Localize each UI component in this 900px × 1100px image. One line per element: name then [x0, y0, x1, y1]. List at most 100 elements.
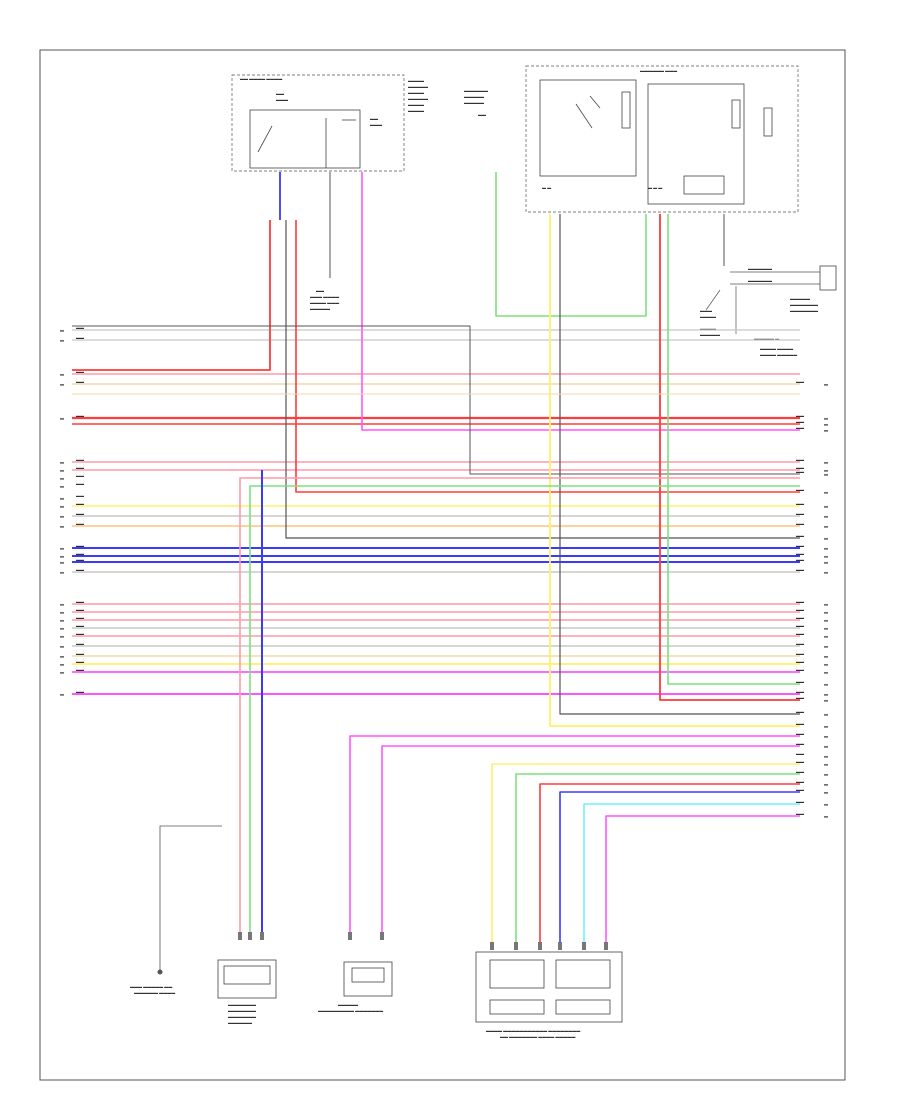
- wire-seat-2: [515, 773, 800, 950]
- right-wire-color-label: ▬▬: [796, 501, 804, 506]
- wire-gray-loop: [72, 325, 800, 475]
- top-switch-assembly: ▬▬ ▬▬▬▬ ▬▬▬▬ ▬▬ ▬▬▬ ▬▬▬▬ ▬▬▬▬▬ ▬▬▬▬ ▬▬▬▬…: [231, 74, 428, 172]
- right-pin-label: ▬: [824, 554, 828, 559]
- svg-text:▬▬▬ ▬▬▬▬▬ ▬▬: ▬▬▬ ▬▬▬▬▬ ▬▬: [130, 984, 172, 989]
- right-wire-color-label: ▬▬: [796, 695, 804, 700]
- right-pin-label: ▬: [824, 618, 828, 623]
- svg-text:▬▬▬▬▬▬▬: ▬▬▬▬▬▬▬: [790, 308, 818, 313]
- sensor-connector: ▬▬▬▬▬▬▬ ▬▬▬▬▬▬▬ ▬▬▬▬▬▬▬ ▬▬▬▬▬▬: [217, 959, 277, 1025]
- right-pin-label: ▬: [824, 490, 828, 495]
- svg-text:▬▬▬▬▬▬▬: ▬▬▬▬▬▬▬: [790, 302, 818, 307]
- wire-green-drop: [667, 214, 800, 685]
- seat-heater-module: ▬▬▬▬ ▬▬▬▬▬▬▬▬▬▬▬ ▬▬▬▬▬▬▬▬ ▬▬ ▬▬▬▬▬▬▬ ▬▬▬…: [475, 951, 623, 1039]
- left-pin-label: ▬: [60, 692, 64, 697]
- svg-text:▬▬▬▬▬▬: ▬▬▬▬▬▬: [464, 88, 488, 93]
- svg-text:▬▬▬▬▬▬ ▬▬▬: ▬▬▬▬▬▬ ▬▬▬: [640, 68, 677, 73]
- left-pin-label: ▬: [60, 476, 64, 481]
- left-wire-color-label: ▬▬: [76, 641, 84, 646]
- wire-yellow-drop: [549, 214, 800, 727]
- right-pin-label: ▬: [824, 724, 828, 729]
- svg-text:▬▬▬▬▬▬: ▬▬▬▬▬▬: [748, 278, 772, 283]
- svg-text:▬▬▬▬▬▬▬: ▬▬▬▬▬▬▬: [228, 1014, 256, 1019]
- right-wire-color-label: ▬▬: [796, 607, 804, 612]
- wire-seat-5: [583, 803, 800, 950]
- connector-pin: [604, 942, 608, 950]
- left-wire-color-label: ▬▬: [76, 599, 84, 604]
- svg-text:▬▬▬: ▬▬▬: [700, 308, 712, 313]
- left-wire-color-label: ▬▬: [76, 325, 84, 330]
- right-pin-label: ▬: [824, 472, 828, 477]
- svg-text:▬▬: ▬▬: [316, 288, 324, 293]
- left-wire-color-label: ▬▬: [76, 543, 84, 548]
- top-center-labels: ▬▬ ▬▬▬ ▬▬▬▬ ▬▬▬▬ ▬▬▬ ▬▬▬▬▬: [310, 288, 339, 311]
- svg-text:▬▬▬▬▬▬▬: ▬▬▬▬▬▬▬: [228, 1008, 256, 1013]
- left-pin-label: ▬: [60, 468, 64, 473]
- right-pin-label: ▬: [824, 772, 828, 777]
- left-pin-label: ▬: [60, 626, 64, 631]
- connector-pin: [380, 932, 384, 940]
- wire-switch-red-left: [72, 220, 271, 371]
- svg-text:▬▬: ▬▬: [370, 116, 378, 121]
- right-pin-label: ▬: [824, 692, 828, 697]
- svg-text:▬▬▬▬▬: ▬▬▬▬▬: [700, 332, 720, 337]
- right-wire-color-label: ▬▬: [796, 551, 804, 556]
- svg-text:▬▬▬▬ ▬▬▬▬▬▬▬▬▬▬▬ ▬▬▬▬▬▬▬▬: ▬▬▬▬ ▬▬▬▬▬▬▬▬▬▬▬ ▬▬▬▬▬▬▬▬: [486, 1028, 580, 1033]
- right-wire-color-label: ▬▬: [796, 521, 804, 526]
- left-pin-label: ▬: [60, 460, 64, 465]
- svg-text:▬▬▬: ▬▬▬: [276, 97, 288, 102]
- left-wire-color-label: ▬▬: [76, 689, 84, 694]
- svg-text:▬▬▬▬ ▬▬▬▬▬: ▬▬▬▬ ▬▬▬▬▬: [760, 352, 797, 357]
- svg-text:▬ ▬ ▬: ▬ ▬ ▬: [648, 185, 662, 190]
- svg-text:▬▬▬▬▬: ▬▬▬▬▬: [310, 306, 330, 311]
- connector-pin: [538, 942, 542, 950]
- right-pin-label: ▬: [824, 634, 828, 639]
- right-wire-color-label: ▬▬: [796, 631, 804, 636]
- wire-green-loop: [495, 172, 647, 317]
- left-wire-color-label: ▬▬: [76, 623, 84, 628]
- svg-text:▬▬▬▬▬: ▬▬▬▬▬: [464, 94, 484, 99]
- left-pin-label: ▬: [60, 328, 64, 333]
- right-wire-color-label: ▬▬: [796, 667, 804, 672]
- left-wire-color-label: ▬▬: [76, 413, 84, 418]
- ground-connector: ▬▬▬ ▬▬▬▬▬ ▬▬ ▬▬▬▬▬▬ ▬▬▬▬: [130, 825, 222, 995]
- right-pin-label: ▬: [824, 546, 828, 551]
- right-wire-color-label: ▬▬: [796, 651, 804, 656]
- left-wire-color-label: ▬▬: [76, 457, 84, 462]
- svg-text:▬▬▬▬▬▬ ▬▬▬▬: ▬▬▬▬▬▬ ▬▬▬▬: [134, 990, 175, 995]
- wire-dark-drop: [559, 214, 800, 715]
- left-wire-color-label: ▬▬: [76, 501, 84, 506]
- connector-pin: [558, 942, 562, 950]
- right-wire-color-label: ▬▬: [796, 679, 804, 684]
- left-pin-label: ▬: [60, 570, 64, 575]
- svg-text:▬▬ ▬▬▬▬▬▬▬ ▬▬▬▬ ▬▬▬▬▬: ▬▬ ▬▬▬▬▬▬▬ ▬▬▬▬ ▬▬▬▬▬: [500, 1034, 575, 1039]
- right-wire-color-label: ▬▬: [796, 799, 804, 804]
- wire-harness: [72, 172, 800, 950]
- left-wire-color-label: ▬▬: [76, 659, 84, 664]
- right-pin-label: ▬: [824, 790, 828, 795]
- svg-text:▬▬▬▬ ▬▬▬: ▬▬▬▬ ▬▬▬: [310, 300, 339, 305]
- right-wire-color-label: ▬▬: [796, 457, 804, 462]
- left-pin-label: ▬: [60, 338, 64, 343]
- left-pin-label: ▬: [60, 610, 64, 615]
- right-wire-color-label: ▬▬: [796, 487, 804, 492]
- left-wire-color-label: ▬▬: [76, 511, 84, 516]
- right-wire-color-label: ▬▬: [796, 557, 804, 562]
- connector-pin: [514, 942, 518, 950]
- right-pin-label: ▬: [824, 382, 828, 387]
- right-wire-color-label: ▬▬: [796, 465, 804, 470]
- right-pin-label: ▬: [824, 560, 828, 565]
- svg-text:▬ ▬: ▬ ▬: [542, 185, 551, 190]
- diagram-frame: [39, 49, 846, 1081]
- left-pin-label: ▬: [60, 496, 64, 501]
- right-pin-label: ▬: [824, 662, 828, 667]
- wire-seat-3: [539, 783, 800, 950]
- right-wire-color-label: ▬▬: [796, 615, 804, 620]
- right-wire-color-label: ▬▬: [796, 769, 804, 774]
- right-pin-label: ▬: [824, 610, 828, 615]
- wire-temp-magenta-2: [381, 745, 800, 940]
- connector-pin: [248, 932, 252, 940]
- left-pin-label: ▬: [60, 382, 64, 387]
- right-connector-area: ▬▬▬▬▬▬ ▬▬▬▬▬▬ ▬▬▬▬▬ ▬▬▬▬▬▬▬ ▬▬▬▬▬▬▬ ▬▬▬▬…: [700, 265, 837, 357]
- svg-text:▬▬▬▬▬: ▬▬▬▬▬: [790, 296, 810, 301]
- left-wire-color-label: ▬▬: [76, 567, 84, 572]
